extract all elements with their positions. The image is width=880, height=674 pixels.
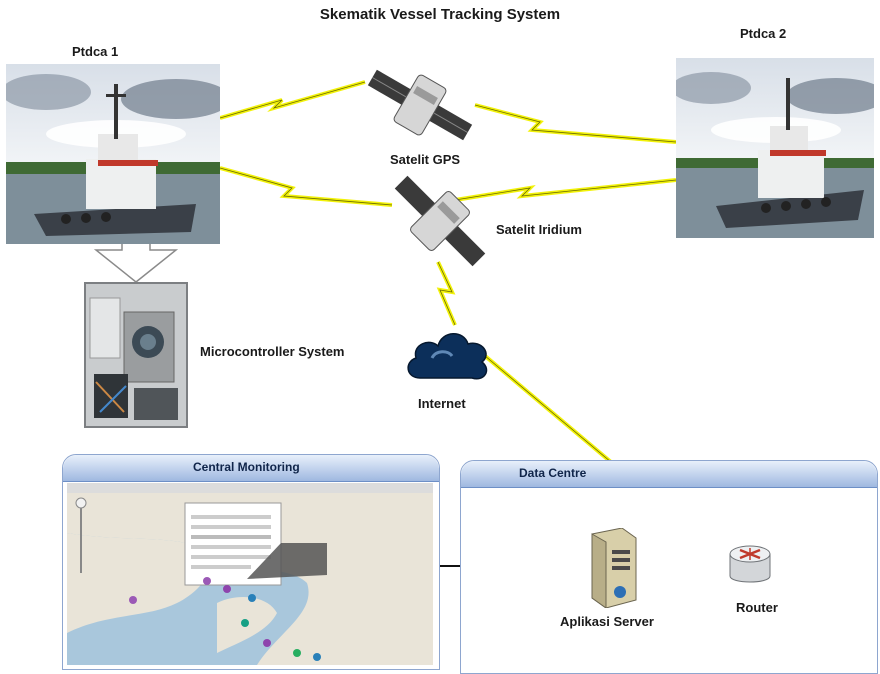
lightning-vessel1-gps xyxy=(219,80,366,120)
router-icon xyxy=(728,540,772,590)
lightning-gps-vessel2 xyxy=(474,103,677,144)
satellite-iridium-label: Satelit Iridium xyxy=(496,222,582,237)
server-icon xyxy=(578,527,640,609)
central-monitoring-title: Central Monitoring xyxy=(193,460,300,474)
vessel2-label: Ptdca 2 xyxy=(740,26,787,41)
satellite-iridium-icon xyxy=(385,175,495,267)
central-monitoring-header: Central Monitoring xyxy=(63,455,439,482)
satellite-gps-label: Satelit GPS xyxy=(390,152,461,167)
vessel1-label: Ptdca 1 xyxy=(72,44,119,59)
vessel2-photo xyxy=(676,58,874,238)
diagram-title: Skematik Vessel Tracking System xyxy=(319,6,561,23)
vessel1-photo xyxy=(6,64,220,244)
app-server-label: Aplikasi Server xyxy=(560,614,654,629)
data-centre-panel: Data Centre xyxy=(460,460,878,674)
internet-label: Internet xyxy=(418,396,466,411)
microcontroller-label: Microcontroller System xyxy=(200,344,345,359)
map-view xyxy=(67,483,433,665)
cloud-icon xyxy=(402,322,492,388)
central-monitoring-panel: Central Monitoring xyxy=(62,454,440,670)
lightning-vessel1-iridium xyxy=(219,166,393,207)
router-label: Router xyxy=(736,600,778,615)
microcontroller-box xyxy=(84,282,188,428)
satellite-gps-icon xyxy=(360,60,480,150)
data-centre-title: Data Centre xyxy=(519,466,587,480)
lightning-iridium-internet xyxy=(436,261,457,326)
data-centre-header: Data Centre xyxy=(461,461,877,488)
